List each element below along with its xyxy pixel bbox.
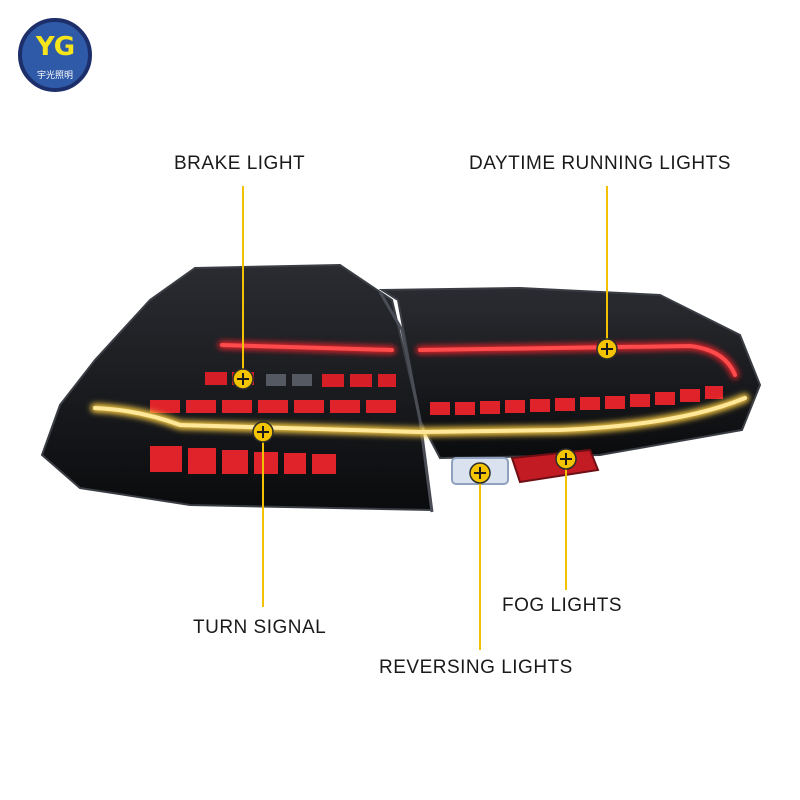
reversing-light-marker <box>469 462 491 484</box>
label-reversing-lights: REVERSING LIGHTS <box>379 657 573 678</box>
red-drl-bar-right-core <box>418 343 737 377</box>
turn-signal-bar-core <box>93 396 747 435</box>
label-turn-signal: TURN SIGNAL <box>193 617 327 638</box>
brand-logo: YG 宇光照明 <box>18 18 92 92</box>
drl-marker <box>596 338 618 360</box>
lamp-split-line <box>378 291 434 513</box>
label-fog-lights: FOG LIGHTS <box>502 595 623 616</box>
callout-markers <box>232 338 618 484</box>
label-daytime-running-lights: DAYTIME RUNNING LIGHTS <box>469 153 731 174</box>
red-drl-bar-left-core <box>220 343 394 352</box>
lower-red-segments <box>150 446 336 474</box>
label-brake-light: BRAKE LIGHT <box>174 153 306 174</box>
logo-mark: YG <box>35 32 75 62</box>
red-segment-row <box>150 386 723 415</box>
brake-light-marker <box>232 368 254 390</box>
fog-light-marker <box>555 448 577 470</box>
callout-lines <box>242 186 608 650</box>
logo-caption: 宇光照明 <box>36 71 73 81</box>
turn-signal-marker <box>252 421 274 443</box>
